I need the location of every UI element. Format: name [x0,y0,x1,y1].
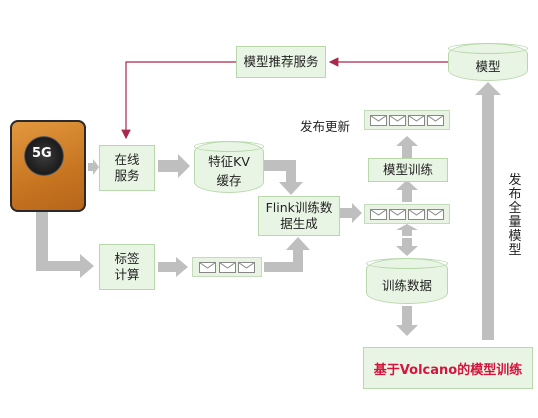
queue-training-data-arrow-up [396,224,418,236]
phone-to-online-arrow [88,159,99,175]
envelope-icon [198,261,216,273]
flink-to-queue-arrow [340,203,362,223]
envelope-icon [370,208,387,220]
envelope-icon [218,261,236,273]
envelope-icon [389,208,406,220]
publish-update-label: 发布更新 [300,119,351,134]
queue-training-data-arrow [396,238,418,256]
training-queue [364,204,450,224]
envelope-icon [370,114,387,126]
envelope-icon [427,114,444,126]
envelope-icon [238,261,256,273]
phone-image: 5G [10,120,86,212]
envelope-icon [408,114,425,126]
queue-to-training-arrow [396,180,418,202]
model-training-node: 模型训练 [368,158,448,182]
model-serving-node: 模型推荐服务 [236,46,326,78]
data-to-volcano-arrow [396,306,418,336]
training-data-label: 训练数据 [381,277,432,293]
envelope-icon [389,114,406,126]
model-node: 模型 [448,43,528,81]
publish-full-model-label: 发布全量模型 [508,173,522,258]
training-data-node: 训练数据 [366,258,448,304]
phone-to-label-arrow [36,212,94,278]
online-to-cache-arrow [158,154,190,178]
online-service-node: 在线 服务 [99,145,155,191]
label-to-queue-arrow [158,257,188,277]
feature-cache-label: 特征KV 缓存 [208,154,250,188]
volcano-to-model-arrow [475,82,501,340]
training-to-publish-arrow [396,136,418,158]
volcano-training-node: 基于Volcano的模型训练 [363,347,533,389]
envelope-icon [408,208,425,220]
phone-camera [24,136,64,176]
label-queue [192,257,262,277]
envelope-icon [427,208,444,220]
queue-to-flink-arrow [264,237,310,272]
serving-to-online-connector [121,61,236,140]
publish-queue [364,110,450,130]
label-compute-node: 标签 计算 [99,244,155,290]
phone-5g-badge: 5G [32,146,52,161]
flink-node: Flink训练数 据生成 [258,196,340,236]
cache-to-flink-arrow [264,160,303,195]
feature-cache-node: 特征KV 缓存 [194,141,264,193]
model-label: 模型 [475,58,501,74]
